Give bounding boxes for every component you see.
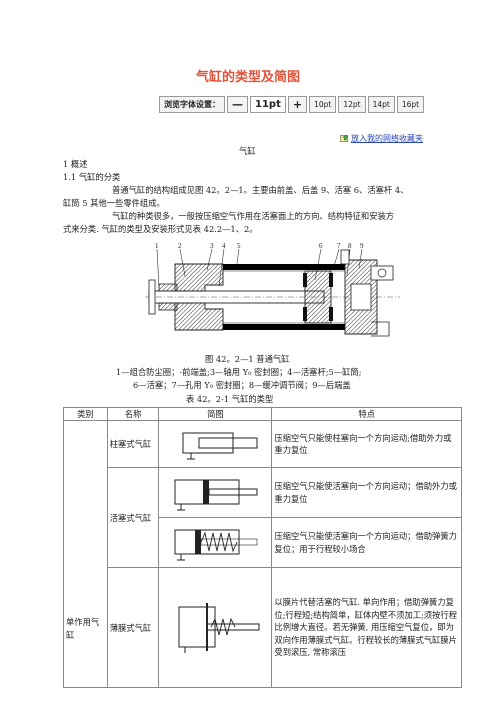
row-name: 柱塞式气缸 bbox=[106, 420, 160, 468]
font-size-current: 11pt bbox=[250, 96, 286, 113]
font-size-toolbar: 浏览字体设置： — 11pt + 10pt 12pt 14pt 16pt bbox=[159, 96, 426, 113]
table-row: 活塞式气缸 压缩空气只能使活塞向一个方向运动；借助外力或重力复位 bbox=[64, 467, 462, 568]
table-header-row: 类别 名称 简图 特点 bbox=[63, 407, 462, 421]
callout-7: 7 bbox=[337, 242, 341, 250]
callout-1: 1 bbox=[155, 242, 159, 250]
rear-cushion-bore bbox=[350, 283, 372, 311]
paragraph-2-line-2: 式来分类. 气缸的类型及安装形式见表 42.2—1、2。 bbox=[63, 224, 258, 234]
piston-cylinder-external-return-sketch bbox=[174, 479, 258, 510]
barrel-top-wall bbox=[223, 264, 345, 270]
figure-legend-line-1: 1—组合防尘圈；-前端盖;3—轴用 Y₀ 密封圈；4—活塞杆;5—缸筒; bbox=[116, 367, 362, 377]
paragraph-2-line-1: 气缸的种类很多，一般按压缩空气作用在活塞面上的方向、结构特征和安装方 bbox=[112, 211, 395, 221]
piston-seal-bottom bbox=[303, 307, 307, 321]
rear-port bbox=[370, 265, 394, 281]
header-features: 特点 bbox=[271, 407, 462, 421]
font-decrease-button[interactable]: — bbox=[227, 96, 248, 113]
header-name: 名称 bbox=[106, 407, 160, 421]
dust-seal-bottom bbox=[158, 302, 178, 311]
callout-9: 9 bbox=[360, 242, 364, 250]
piston-seal-top bbox=[303, 273, 307, 287]
section-1-1-heading: 1.1 气缸的分类 bbox=[63, 172, 121, 182]
row-name: 活塞式气缸 bbox=[106, 467, 160, 568]
font-size-14pt-button[interactable]: 14pt bbox=[367, 96, 395, 113]
table-caption: 表 42。2-1 气缸的类型 bbox=[186, 394, 274, 404]
row-features: 压缩空气只能使活塞向一个方向运动；借助弹簧力复位；用于行程较小场合 bbox=[271, 517, 462, 568]
paragraph-1-line-2: 缸筒 5 其他一些零件组成。 bbox=[63, 198, 165, 208]
header-category: 类别 bbox=[63, 407, 108, 421]
font-size-10pt-button[interactable]: 10pt bbox=[309, 96, 337, 113]
font-size-12pt-button[interactable]: 12pt bbox=[338, 96, 366, 113]
plunger-cylinder-sketch bbox=[182, 432, 258, 460]
row-features: 压缩空气只能使活塞向一个方向运动；借助外力或重力复位 bbox=[271, 467, 462, 518]
row-diagram bbox=[158, 420, 273, 468]
front-cover-bottom bbox=[174, 302, 224, 331]
favorite-icon bbox=[340, 134, 349, 143]
front-cover-top bbox=[174, 263, 224, 292]
add-to-favorites-text: 放入我的网络收藏夹 bbox=[351, 134, 423, 143]
figure-caption: 图 42。2—1 普通气缸 bbox=[205, 354, 290, 364]
dust-seal-top bbox=[158, 283, 178, 292]
callout-6: 6 bbox=[319, 242, 323, 250]
piston bbox=[304, 270, 332, 324]
mount-foot bbox=[371, 321, 390, 337]
font-size-label: 浏览字体设置： bbox=[159, 96, 225, 113]
row-name: 薄膜式气缸 bbox=[106, 567, 160, 688]
barrel-bottom-wall bbox=[223, 324, 345, 330]
section-1-heading: 1 概述 bbox=[63, 159, 88, 169]
row-features: 压缩空气只能使柱塞向一个方向运动;借助外力或重力复位 bbox=[271, 420, 462, 468]
doc-heading: 气缸 bbox=[239, 146, 256, 156]
cylinder-types-table: 类别 名称 简图 特点 单作用气缸 柱塞式气缸 压缩空气只能使柱塞向一个方向运动… bbox=[63, 407, 462, 688]
table-row: 薄膜式气缸 以膜片代替活塞的气缸. 单向作用；借助弹簧力复位;行程短;结构简单，… bbox=[64, 567, 462, 688]
figure-legend-line-2: 6—活塞；7—孔用 Y₀ 密封圈；8—缓冲调节阀；9—后端盖 bbox=[133, 380, 351, 390]
page-title: 气缸的类型及简图 bbox=[195, 70, 300, 85]
font-increase-button[interactable]: + bbox=[287, 96, 308, 113]
paragraph-1-line-1: 普通气缸的结构组成见图 42。2—1。主要由前盖、后盖 9、活塞 6、活塞杆 4… bbox=[112, 185, 409, 195]
table-row: 单作用气缸 柱塞式气缸 压缩空气只能使柱塞向一个方向运动;借助外力或重力复位 bbox=[63, 420, 462, 688]
header-diagram: 简图 bbox=[158, 407, 273, 421]
diaphragm-cylinder-sketch bbox=[178, 602, 260, 653]
callout-5: 5 bbox=[237, 242, 241, 250]
piston-cylinder-spring-return-sketch bbox=[174, 529, 258, 560]
table-row: 压缩空气只能使活塞向一个方向运动；借助弹簧力复位；用于行程较小场合 bbox=[64, 517, 462, 568]
category-cell: 单作用气缸 bbox=[63, 420, 108, 688]
font-size-16pt-button[interactable]: 16pt bbox=[396, 96, 425, 113]
callout-4: 4 bbox=[222, 242, 226, 250]
add-to-favorites-link[interactable]: 放入我的网络收藏夹 bbox=[340, 133, 423, 144]
row-diagram bbox=[158, 567, 273, 688]
rod-end-nut bbox=[148, 279, 156, 315]
cushion-adjust-valve bbox=[340, 249, 350, 265]
callout-2: 2 bbox=[178, 242, 182, 250]
row-diagram bbox=[158, 517, 273, 568]
row-features: 以膜片代替活塞的气缸. 单向作用；借助弹簧力复位;行程短;结构简单，缸体内壁不须… bbox=[271, 567, 462, 688]
cylinder-cross-section-diagram: 1 2 3 4 5 6 7 8 9 bbox=[145, 242, 400, 337]
callout-3: 3 bbox=[210, 242, 214, 250]
row-diagram bbox=[158, 467, 273, 518]
callout-8: 8 bbox=[348, 242, 352, 250]
